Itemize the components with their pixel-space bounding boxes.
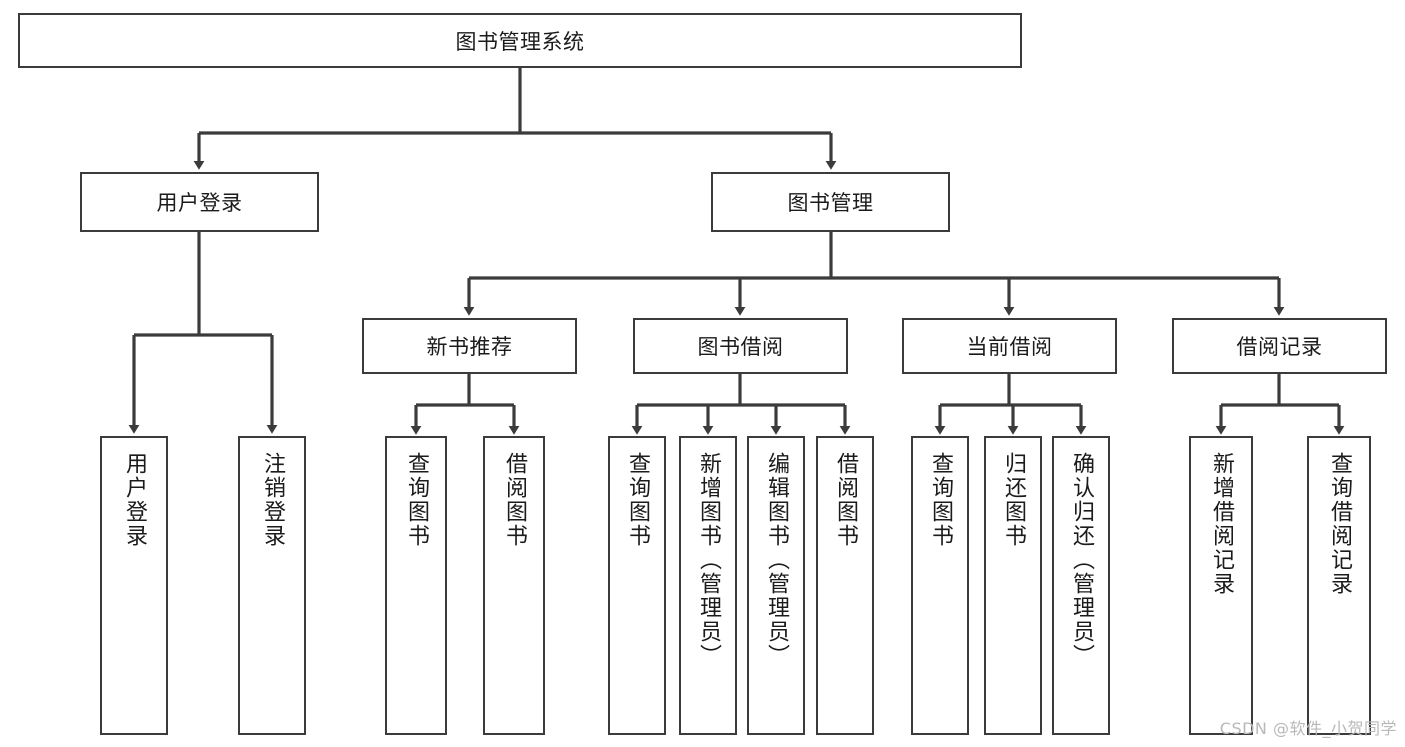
node-root-label: 图书管理系统 [455,29,585,54]
leaf-return-book[interactable]: 归还图书 [984,436,1042,735]
leaf-query-borrow-record[interactable]: 查询借阅记录 [1307,436,1371,735]
node-borrow-record-label: 借阅记录 [1236,335,1323,359]
node-book-borrow[interactable]: 图书借阅 [633,318,848,374]
leaf-query-book-borrow-label: 查询图书 [624,452,650,548]
node-current-borrow[interactable]: 当前借阅 [902,318,1117,374]
leaf-confirm-return-admin-label: 确认归还（管理员） [1068,452,1094,668]
node-new-book-recommend-label: 新书推荐 [426,335,513,359]
leaf-query-book-recommend[interactable]: 查询图书 [385,436,447,735]
node-user-login[interactable]: 用户登录 [80,172,319,232]
leaf-user-login[interactable]: 用户登录 [100,436,168,735]
watermark: CSDN @软件_小贺同学 [1219,719,1397,738]
leaf-add-borrow-record[interactable]: 新增借阅记录 [1189,436,1253,735]
leaf-logout-label: 注销登录 [259,452,285,548]
node-book-management-label: 图书管理 [787,191,874,215]
leaf-query-borrow-record-label: 查询借阅记录 [1326,452,1352,596]
leaf-return-book-label: 归还图书 [1000,452,1026,548]
leaf-query-book-current-label: 查询图书 [927,452,953,548]
node-book-management[interactable]: 图书管理 [711,172,950,232]
leaf-add-book-admin[interactable]: 新增图书（管理员） [679,436,737,735]
leaf-borrow-book-recommend-label: 借阅图书 [501,452,527,548]
node-user-login-label: 用户登录 [156,191,243,215]
node-book-borrow-label: 图书借阅 [697,335,784,359]
leaf-user-login-label: 用户登录 [121,452,147,548]
leaf-query-book-borrow[interactable]: 查询图书 [608,436,666,735]
leaf-query-book-current[interactable]: 查询图书 [911,436,969,735]
leaf-edit-book-admin-label: 编辑图书（管理员） [763,452,789,668]
leaf-borrow-book-recommend[interactable]: 借阅图书 [483,436,545,735]
leaf-confirm-return-admin[interactable]: 确认归还（管理员） [1052,436,1110,735]
node-borrow-record[interactable]: 借阅记录 [1172,318,1387,374]
leaf-query-book-recommend-label: 查询图书 [403,452,429,548]
leaf-borrow-book[interactable]: 借阅图书 [816,436,874,735]
leaf-logout[interactable]: 注销登录 [238,436,306,735]
leaf-edit-book-admin[interactable]: 编辑图书（管理员） [747,436,805,735]
leaf-add-book-admin-label: 新增图书（管理员） [695,452,721,668]
node-root[interactable]: 图书管理系统 [18,13,1022,68]
node-current-borrow-label: 当前借阅 [966,335,1053,359]
node-new-book-recommend[interactable]: 新书推荐 [362,318,577,374]
leaf-borrow-book-label: 借阅图书 [832,452,858,548]
leaf-add-borrow-record-label: 新增借阅记录 [1208,452,1234,596]
